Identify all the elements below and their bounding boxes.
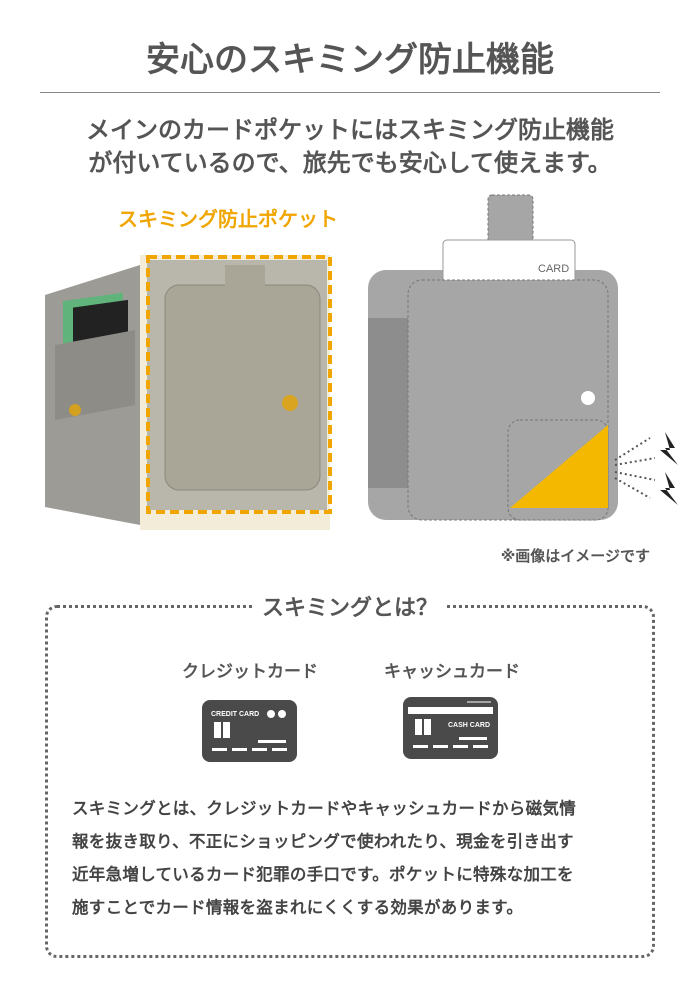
credit-card-icon: CREDIT CARD [202, 700, 297, 762]
card-label: CARD [538, 263, 569, 275]
paragraph-line-4: 施すことでカード情報を盗まれにくくする効果があります。 [72, 898, 524, 917]
cash-card-icon: CASH CARD [403, 697, 498, 759]
skimming-diagram: CARD [368, 194, 678, 521]
paragraph-line-3: 近年急増しているカード犯罪の手口です。ポケットに特殊な加工を [72, 865, 574, 884]
credit-card-label: クレジットカード [182, 662, 318, 682]
paragraph-line-2: 報を抜き取り、不正にショッピングで使われたり、現金を引き出す [72, 832, 574, 851]
svg-text:CASH CARD: CASH CARD [448, 722, 490, 729]
paragraph-line-1: スキミングとは、クレジットカードやキャッシュカードから磁気情 [72, 799, 576, 818]
svg-text:CREDIT CARD: CREDIT CARD [211, 711, 259, 718]
subtitle-line-2: が付いているので、旅先でも安心して使えます。 [88, 149, 612, 177]
pocket-label: スキミング防止ポケット [118, 207, 338, 231]
wallet-photo [45, 255, 332, 530]
page-title: 安心のスキミング防止機能 [146, 40, 554, 80]
skimming-heading: スキミングとは？ [253, 596, 446, 621]
subtitle-line-1: メインのカードポケットにはスキミング防止機能 [86, 116, 614, 144]
divider [40, 92, 660, 93]
cash-card-label: キャッシュカード [384, 662, 520, 682]
image-note: ※画像はイメージです [500, 547, 650, 565]
